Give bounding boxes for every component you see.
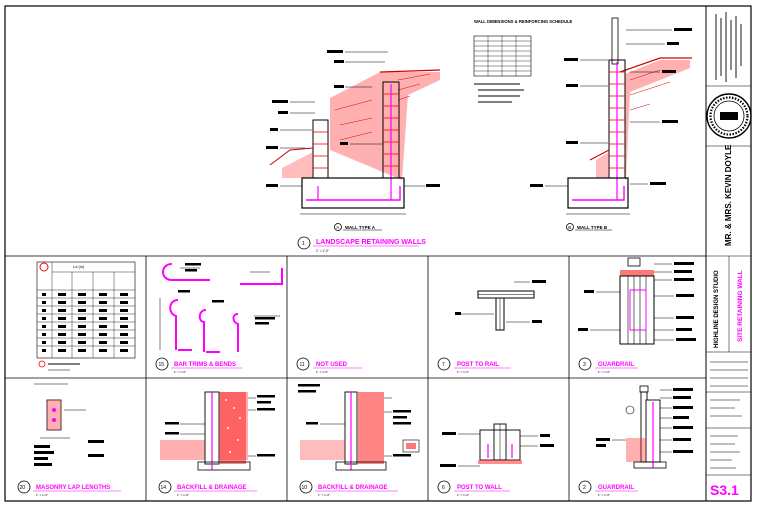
detail-not-used: 11 NOT USED 1" = 1'-0" bbox=[296, 357, 362, 374]
detail-3-title: GUARDRAIL bbox=[598, 362, 634, 368]
detail-post-to-rail: 7 POST TO RAIL 1" = 1'-0" bbox=[437, 280, 546, 374]
lap-length-table: Ld (in) bbox=[36, 261, 136, 371]
detail-15-title: BAR TRIMS & BENDS bbox=[174, 362, 236, 368]
detail-6-scale: 1" = 1'-0" bbox=[457, 493, 469, 497]
detail-15-number: 15 bbox=[159, 362, 165, 368]
detail-7-number: 7 bbox=[442, 362, 445, 368]
title-block: MR. & MRS. KEVIN DOYLE HIGHLINE DESIGN S… bbox=[706, 12, 752, 498]
detail-landscape-retaining-walls: A WALL TYPE A WALL DIMENSIONS & REINFORC… bbox=[266, 17, 692, 253]
wall-b-tag: B bbox=[568, 225, 571, 230]
wall-a-tag: A bbox=[336, 225, 339, 230]
detail-7-scale: 1" = 1'-0" bbox=[457, 370, 469, 374]
detail-14-title: BACKFILL & DRAINAGE bbox=[177, 485, 247, 491]
sheet-title: SITE RETAINING WALL bbox=[737, 270, 744, 342]
detail-7-title: POST TO RAIL bbox=[457, 362, 499, 368]
detail-backfill-drainage-b: 10 BACKFILL & DRAINAGE 1" = 1'-0" bbox=[298, 384, 420, 497]
detail-14-number: 14 bbox=[161, 485, 167, 491]
detail-15-scale: 1" = 1'-0" bbox=[174, 370, 186, 374]
detail-20-number: 20 bbox=[20, 485, 26, 491]
detail-14-scale: 1" = 1'-0" bbox=[177, 493, 189, 497]
wall-type-a-section: A WALL TYPE A bbox=[266, 50, 441, 231]
project-subtitle: HIGHLINE DESIGN STUDIO bbox=[714, 270, 720, 348]
detail-post-to-wall: 6 POST TO WALL 1" = 1'-0" bbox=[437, 423, 554, 497]
sheet-number: S3.1 bbox=[710, 482, 739, 498]
detail-masonry-lap: 20 MASONRY LAP LENGTHS 1" = 1'-0" bbox=[17, 383, 121, 497]
detail-11-title: NOT USED bbox=[316, 362, 348, 368]
detail-20-title: MASONRY LAP LENGTHS bbox=[36, 485, 110, 491]
wall-schedule-table: WALL DIMENSIONS & REINFORCING SCHEDULE bbox=[473, 19, 573, 103]
detail-3-number: 3 bbox=[583, 362, 586, 368]
detail-10-scale: 1" = 1'-0" bbox=[318, 493, 330, 497]
project-title: MR. & MRS. KEVIN DOYLE bbox=[724, 144, 733, 246]
wall-a-label: WALL TYPE A bbox=[345, 225, 376, 230]
detail-2-number: 2 bbox=[583, 485, 586, 491]
detail-10-title: BACKFILL & DRAINAGE bbox=[318, 485, 388, 491]
detail-1-scale: 1" = 1'-0" bbox=[316, 249, 329, 253]
detail-11-scale: 1" = 1'-0" bbox=[316, 370, 328, 374]
detail-1-title: LANDSCAPE RETAINING WALLS bbox=[316, 239, 426, 246]
detail-20-scale: 1" = 1'-0" bbox=[36, 493, 48, 497]
detail-guardrail-elevation: 3 GUARDRAIL 1" = 1'-0" bbox=[578, 257, 696, 374]
lap-table-header: Ld (in) bbox=[73, 264, 85, 269]
detail-2-title: GUARDRAIL bbox=[598, 485, 634, 491]
schedule-title: WALL DIMENSIONS & REINFORCING SCHEDULE bbox=[474, 19, 573, 24]
detail-6-title: POST TO WALL bbox=[457, 485, 502, 491]
detail-2-scale: 1" = 1'-0" bbox=[598, 493, 610, 497]
detail-bar-bends: 15 BAR TRIMS & BENDS 1" = 1'-0" bbox=[155, 263, 283, 374]
detail-1-number: 1 bbox=[302, 241, 305, 247]
wall-type-b-section: B WALL TYPE B bbox=[530, 17, 692, 231]
wall-b-label: WALL TYPE B bbox=[577, 225, 608, 230]
detail-11-number: 11 bbox=[300, 362, 305, 368]
detail-backfill-drainage-a: 14 BACKFILL & DRAINAGE 1" = 1'-0" bbox=[158, 391, 275, 497]
detail-guardrail-section: 2 GUARDRAIL 1" = 1'-0" bbox=[578, 385, 693, 497]
engineer-seal-icon bbox=[706, 93, 752, 139]
detail-10-number: 10 bbox=[302, 485, 308, 491]
detail-6-number: 6 bbox=[442, 485, 445, 491]
detail-3-scale: 1" = 1'-0" bbox=[598, 370, 610, 374]
